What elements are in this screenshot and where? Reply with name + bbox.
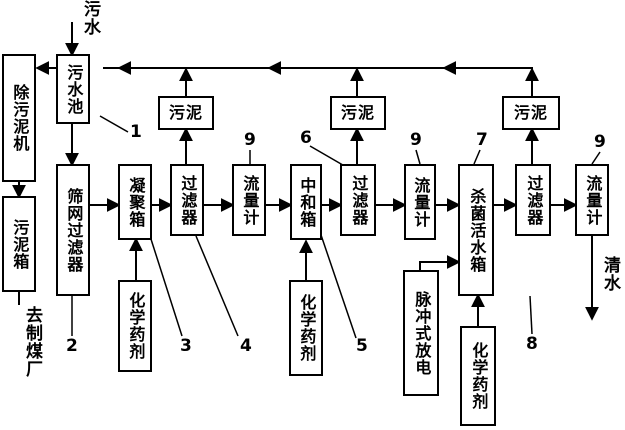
callout-3: 3 xyxy=(180,336,192,356)
callout-5: 5 xyxy=(356,336,368,356)
sludge-remover-box: 除污泥机 xyxy=(2,54,36,182)
filter-box-1: 过滤器 xyxy=(170,164,204,236)
flowmeter-box-1: 流量计 xyxy=(232,164,266,236)
chemical-agent-box-3: 化学药剂 xyxy=(460,326,496,426)
sewage-tank-box: 污水池 xyxy=(56,54,90,124)
sludge-box-1: 污泥 xyxy=(158,96,214,130)
callout-1: 1 xyxy=(130,122,142,142)
flowmeter-box-2: 流量计 xyxy=(404,164,436,240)
coagulation-tank-box: 凝聚箱 xyxy=(118,164,152,240)
filter-box-2: 过滤器 xyxy=(340,164,376,236)
callout-9a: 9 xyxy=(244,130,256,150)
callout-7: 7 xyxy=(476,130,488,150)
pulse-discharge-box: 脉冲式放电 xyxy=(403,270,439,396)
sludge-box-3: 污泥 xyxy=(502,96,560,130)
callout-2: 2 xyxy=(66,336,78,356)
sludge-tank-box: 污泥箱 xyxy=(2,196,36,292)
flowmeter-box-3: 流量计 xyxy=(575,164,609,236)
to-coal-plant-label: 去制煤厂 xyxy=(22,306,42,378)
sludge-box-2: 污泥 xyxy=(330,96,386,130)
sterilization-tank-box: 杀菌活水箱 xyxy=(458,164,494,296)
filter-box-3: 过滤器 xyxy=(515,164,551,236)
callout-6: 6 xyxy=(300,128,312,148)
callout-9b: 9 xyxy=(410,130,422,150)
callout-4: 4 xyxy=(240,336,252,356)
outlet-clean-water-label: 清水 xyxy=(600,256,620,292)
screen-filter-box: 筛网过滤器 xyxy=(56,164,90,296)
chemical-agent-box-1: 化学药剂 xyxy=(118,280,152,372)
callout-9c: 9 xyxy=(594,132,606,152)
neutralization-tank-box: 中和箱 xyxy=(290,164,322,240)
chemical-agent-box-2: 化学药剂 xyxy=(289,280,323,376)
inlet-sewage-label: 污水 xyxy=(80,0,100,36)
callout-8: 8 xyxy=(526,334,538,354)
